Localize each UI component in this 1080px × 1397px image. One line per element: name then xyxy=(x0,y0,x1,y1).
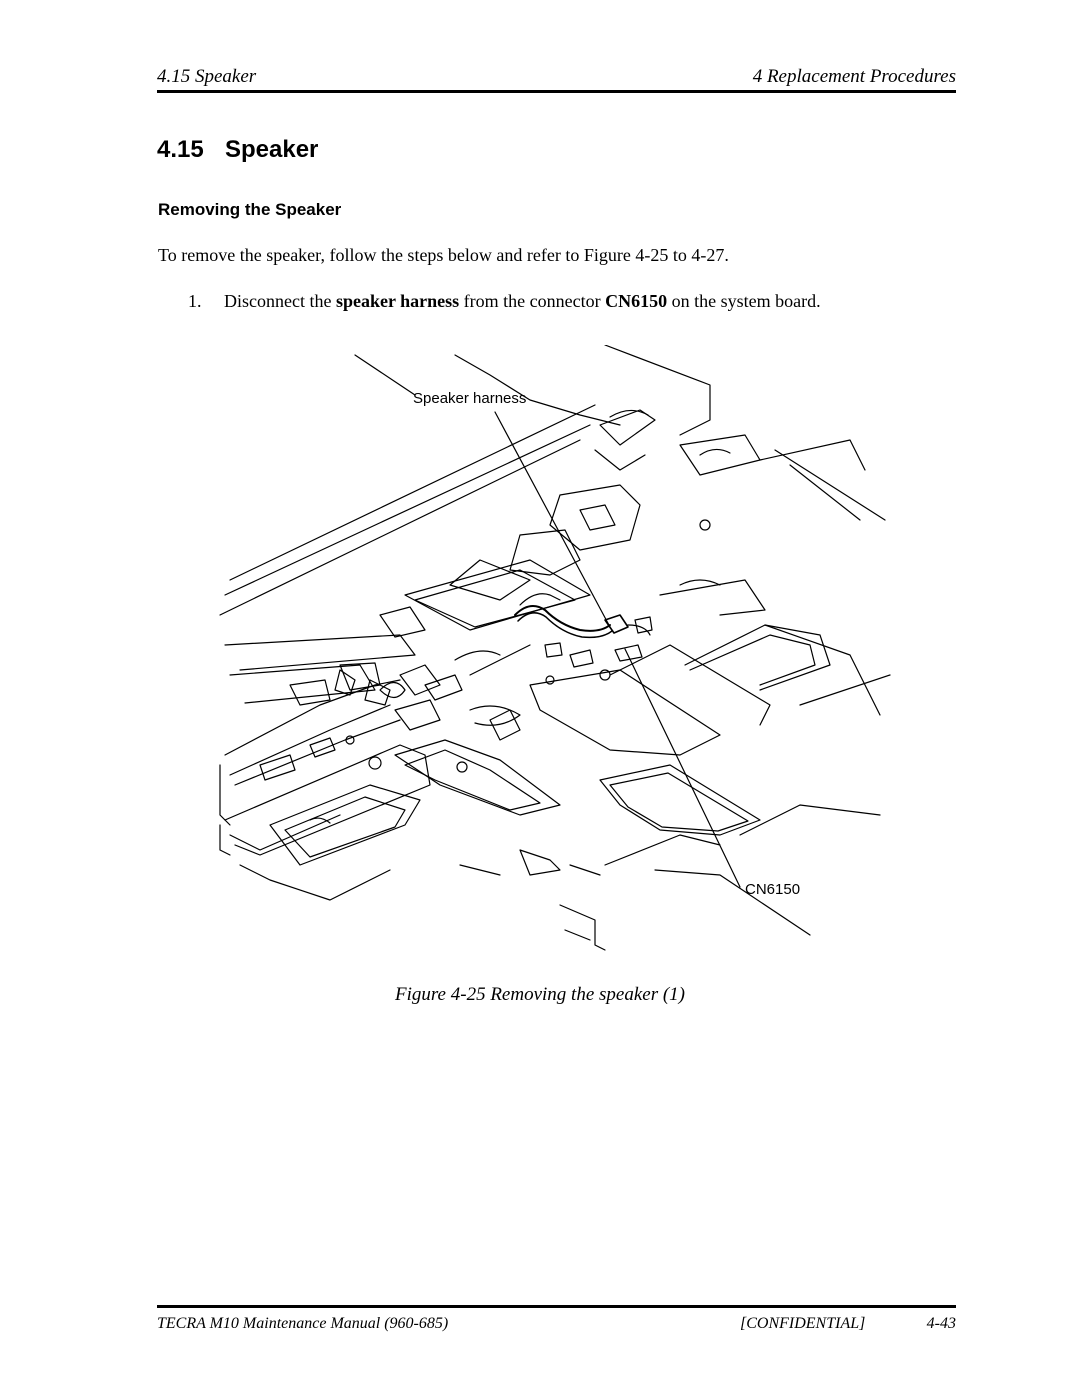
section-title-text: Speaker xyxy=(225,136,319,163)
step-item: 1. Disconnect the speaker harness from th… xyxy=(188,291,821,312)
header-rule xyxy=(157,90,956,93)
figure-line-art xyxy=(219,345,891,951)
footer-rule xyxy=(157,1305,956,1308)
speaker-removal-figure: Speaker harness CN6150 xyxy=(200,345,900,955)
figure-caption: Figure 4-25 Removing the speaker (1) xyxy=(394,984,685,1005)
footer-manual-title: TECRA M10 Maintenance Manual (960-685) xyxy=(157,1315,449,1332)
step-number: 1. xyxy=(188,291,202,311)
section-title: 4.15 Speaker xyxy=(157,136,318,164)
callout-cn6150: CN6150 xyxy=(745,881,801,898)
section-subtitle: Removing the Speaker xyxy=(158,200,342,219)
intro-paragraph: To remove the speaker, follow the steps … xyxy=(158,245,729,265)
step-bold-harness: speaker harness xyxy=(335,291,460,311)
step-text-mid: from the connector xyxy=(459,291,606,311)
footer-confidential: [CONFIDENTIAL] xyxy=(740,1315,866,1332)
step-text-before: Disconnect the xyxy=(224,291,336,311)
step-bold-connector: CN6150 xyxy=(605,291,668,311)
header-section-label: 4.15 Speaker xyxy=(157,66,257,87)
page-header: 4.15 Speaker 4 Replacement Procedures xyxy=(157,66,956,92)
footer-page-number: 4-43 xyxy=(926,1315,956,1332)
section-number: 4.15 xyxy=(157,136,204,163)
header-chapter-label: 4 Replacement Procedures xyxy=(752,66,956,87)
callout-speaker-harness: Speaker harness xyxy=(413,390,527,407)
step-text-after: on the system board. xyxy=(667,291,821,311)
